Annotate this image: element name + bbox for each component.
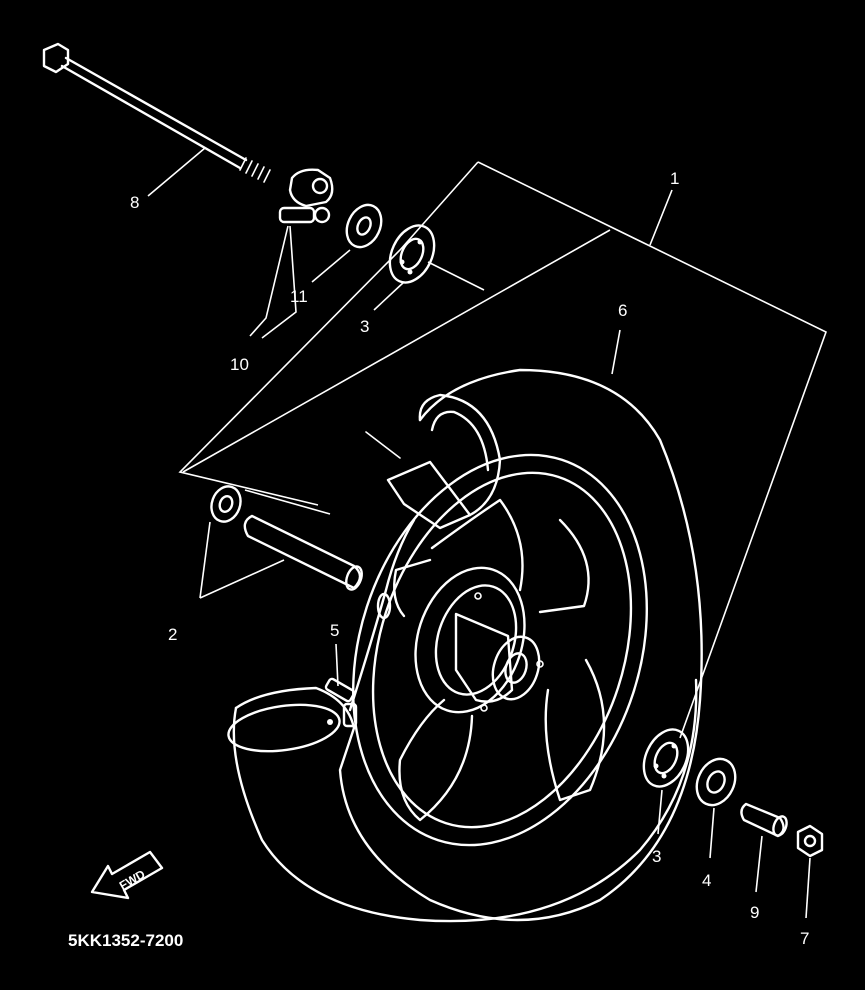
forward-direction-arrow: FWD: [90, 850, 164, 900]
callout-9: 9: [750, 903, 759, 922]
collar-part-11: [311, 203, 383, 283]
assembly-bracket-1: [178, 161, 827, 739]
valve-part-5: [324, 643, 358, 728]
callout-2: 2: [168, 625, 177, 644]
collar-part-9: [740, 802, 788, 893]
callout-10: 10: [230, 355, 249, 374]
callout-3-left: 3: [360, 317, 369, 336]
bearing-part-3-left: [373, 224, 436, 311]
callout-4: 4: [702, 871, 711, 890]
callout-8: 8: [130, 193, 139, 212]
callout-1: 1: [670, 169, 679, 188]
fwd-label: FWD: [117, 867, 148, 893]
axle-bolt-part-8: [42, 42, 271, 197]
callout-labels: 1 2 3 3 4 5 6 7 8 9 10 11: [130, 169, 809, 948]
callout-5: 5: [330, 621, 339, 640]
callout-7: 7: [800, 929, 809, 948]
callout-6: 6: [618, 301, 627, 320]
nut-part-7: [796, 824, 824, 919]
bearing-part-3-right: [642, 728, 690, 835]
oil-seal-part-4: [695, 757, 737, 859]
wheel-tire-part-6: [227, 329, 703, 923]
callout-3-right: 3: [652, 847, 661, 866]
speedometer-gear-unit-part-10: [249, 168, 334, 339]
callout-11: 11: [290, 287, 308, 306]
spacer-part-2: [199, 485, 363, 599]
drawing-code: 5KK1352-7200: [68, 931, 183, 950]
